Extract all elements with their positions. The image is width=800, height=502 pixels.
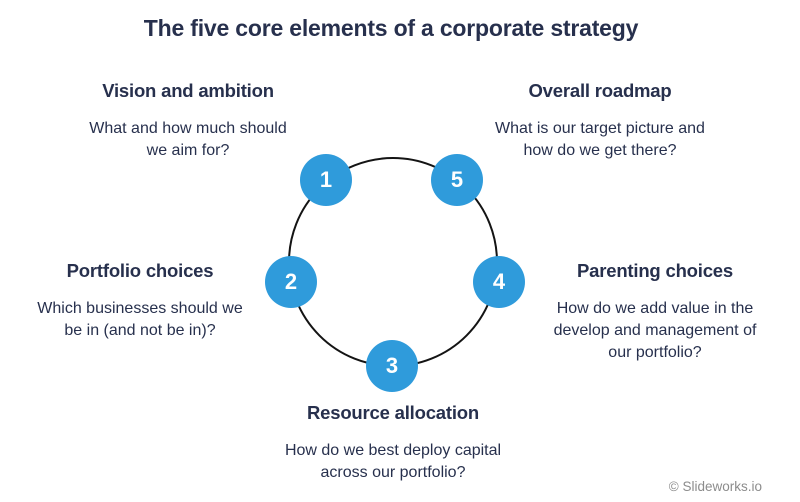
element-heading-portfolio: Portfolio choices bbox=[66, 260, 214, 281]
element-heading-resource: Resource allocation bbox=[306, 402, 479, 423]
node-2: 2 bbox=[265, 256, 317, 308]
element-block-roadmap: Overall roadmap What is our target pictu… bbox=[450, 78, 750, 162]
footer-credit: © Slideworks.io bbox=[668, 479, 762, 494]
element-block-parenting: Parenting choices How do we add value in… bbox=[515, 258, 795, 364]
page-title: The five core elements of a corporate st… bbox=[143, 15, 639, 41]
node-1-number: 1 bbox=[319, 167, 333, 192]
node-2-number: 2 bbox=[284, 269, 298, 294]
node-3: 3 bbox=[366, 340, 418, 392]
element-heading-vision: Vision and ambition bbox=[102, 80, 274, 101]
node-5: 5 bbox=[431, 154, 483, 206]
element-block-portfolio: Portfolio choices Which businesses shoul… bbox=[0, 258, 280, 342]
node-5-number: 5 bbox=[450, 167, 464, 192]
element-block-vision: Vision and ambition What and how much sh… bbox=[38, 78, 338, 162]
element-heading-roadmap: Overall roadmap bbox=[528, 80, 672, 101]
node-4: 4 bbox=[473, 256, 525, 308]
node-3-number: 3 bbox=[385, 353, 399, 378]
node-4-number: 4 bbox=[492, 269, 506, 294]
element-heading-parenting: Parenting choices bbox=[577, 260, 733, 281]
node-1: 1 bbox=[300, 154, 352, 206]
element-block-resource: Resource allocation How do we best deplo… bbox=[243, 400, 543, 484]
